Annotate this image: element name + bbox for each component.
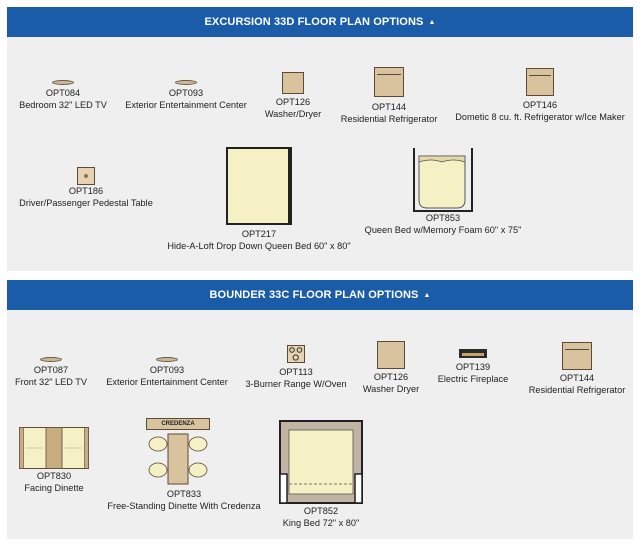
option-name: Dometic 8 cu. ft. Refrigerator w/Ice Mak…: [455, 112, 625, 122]
option-opt126[interactable]: OPT126 Washer Dryer: [363, 371, 419, 395]
bounder-section-header[interactable]: BOUNDER 33C FLOOR PLAN OPTIONS ▲: [7, 280, 633, 310]
option-code: OPT139: [455, 362, 491, 372]
option-name: Washer/Dryer: [264, 109, 322, 119]
option-name: Exterior Entertainment Center: [125, 100, 247, 110]
option-code: OPT833: [166, 489, 202, 499]
king-bed-icon: [279, 420, 363, 504]
option-name: Washer Dryer: [362, 384, 420, 394]
option-opt217[interactable]: OPT217 Hide-A-Loft Drop Down Queen Bed 6…: [167, 228, 350, 252]
credenza-dinette-icon: CREDENZA: [146, 418, 210, 486]
option-code: OPT126: [373, 372, 409, 382]
option-code: OPT126: [275, 97, 311, 107]
option-name: Facing Dinette: [24, 483, 84, 493]
option-opt146[interactable]: OPT146 Dometic 8 cu. ft. Refrigerator w/…: [455, 99, 625, 123]
option-code: OPT852: [303, 506, 339, 516]
option-name: Electric Fireplace: [437, 374, 509, 384]
washer-dryer-icon: [282, 72, 304, 94]
pedestal-table-icon: [77, 167, 95, 185]
option-code: OPT144: [559, 373, 595, 383]
option-code: OPT830: [36, 471, 72, 481]
refrigerator-icon: [562, 342, 592, 370]
option-name: Front 32" LED TV: [14, 377, 88, 387]
option-opt113[interactable]: OPT113 3-Burner Range W/Oven: [245, 366, 346, 390]
option-opt093[interactable]: OPT093 Exterior Entertainment Center: [125, 87, 247, 111]
tv-icon: [40, 357, 62, 362]
option-opt144[interactable]: OPT144 Residential Refrigerator: [341, 101, 438, 125]
fireplace-icon: [459, 349, 487, 358]
option-opt093[interactable]: OPT093 Exterior Entertainment Center: [106, 364, 228, 388]
option-code: OPT186: [68, 186, 104, 196]
option-code: OPT113: [279, 367, 313, 377]
option-opt833[interactable]: OPT833 Free-Standing Dinette With Creden…: [107, 488, 260, 512]
option-code: OPT093: [168, 88, 204, 98]
option-name: Residential Refrigerator: [528, 385, 626, 395]
option-name: Driver/Passenger Pedestal Table: [19, 198, 153, 208]
option-code: OPT146: [522, 100, 558, 110]
option-opt144[interactable]: OPT144 Residential Refrigerator: [529, 372, 626, 396]
option-opt126[interactable]: OPT126 Washer/Dryer: [265, 96, 321, 120]
option-code: OPT093: [149, 365, 185, 375]
section-title: EXCURSION 33D FLOOR PLAN OPTIONS: [204, 16, 424, 28]
queen-bed-icon: [413, 148, 473, 212]
washer-dryer-icon: [377, 341, 405, 369]
option-name: King Bed 72" x 80": [282, 518, 360, 528]
excursion-section-header[interactable]: EXCURSION 33D FLOOR PLAN OPTIONS ▲: [7, 7, 633, 37]
tv-icon: [175, 80, 197, 85]
option-opt186[interactable]: OPT186 Driver/Passenger Pedestal Table: [19, 185, 153, 209]
collapse-caret-icon: ▲: [423, 291, 431, 299]
credenza-label: CREDENZA: [146, 418, 210, 430]
option-opt852[interactable]: OPT852 King Bed 72" x 80": [283, 505, 360, 529]
range-icon: [287, 345, 305, 363]
section-title: BOUNDER 33C FLOOR PLAN OPTIONS: [209, 289, 419, 301]
collapse-caret-icon: ▲: [428, 18, 436, 26]
refrigerator-icon: [526, 68, 554, 96]
option-name: Free-Standing Dinette With Credenza: [107, 501, 261, 511]
option-code: OPT217: [241, 229, 277, 239]
option-name: Exterior Entertainment Center: [106, 377, 228, 387]
option-code: OPT087: [33, 365, 69, 375]
option-code: OPT853: [425, 213, 461, 223]
excursion-options-panel: [7, 7, 633, 271]
option-name: Queen Bed w/Memory Foam 60" x 75": [364, 225, 522, 235]
tv-icon: [156, 357, 178, 362]
option-opt087[interactable]: OPT087 Front 32" LED TV: [15, 364, 87, 388]
option-name: Bedroom 32" LED TV: [19, 100, 107, 110]
option-opt853[interactable]: OPT853 Queen Bed w/Memory Foam 60" x 75": [365, 212, 522, 236]
refrigerator-icon: [374, 67, 404, 97]
option-opt084[interactable]: OPT084 Bedroom 32" LED TV: [19, 87, 107, 111]
option-opt139[interactable]: OPT139 Electric Fireplace: [438, 361, 508, 385]
tv-icon: [52, 80, 74, 85]
option-name: Residential Refrigerator: [340, 114, 438, 124]
dinette-icon: [19, 427, 89, 469]
option-code: OPT144: [371, 102, 407, 112]
option-opt830[interactable]: OPT830 Facing Dinette: [24, 470, 83, 494]
loft-bed-icon: [226, 147, 292, 225]
option-name: 3-Burner Range W/Oven: [245, 379, 347, 389]
option-code: OPT084: [45, 88, 81, 98]
option-name: Hide-A-Loft Drop Down Queen Bed 60" x 80…: [167, 241, 351, 251]
